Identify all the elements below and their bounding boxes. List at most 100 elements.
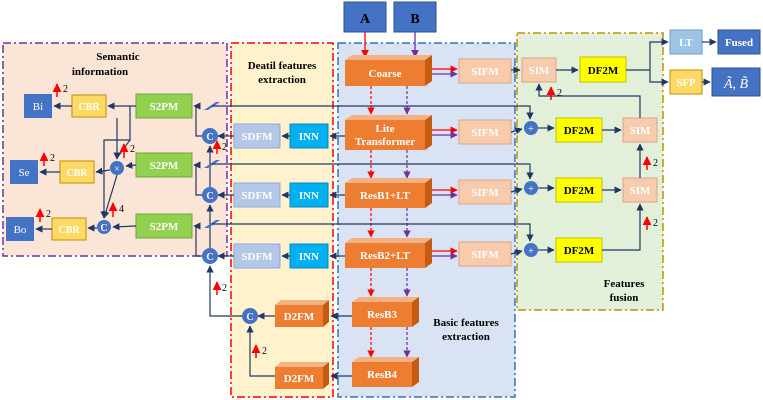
- svg-text:SDFM: SDFM: [241, 131, 273, 143]
- detail-features-title-2: extraction: [258, 74, 306, 86]
- svg-text:ResB3: ResB3: [367, 309, 397, 321]
- svg-text:C: C: [206, 191, 213, 202]
- svg-text:INN: INN: [299, 190, 319, 202]
- resb-to-d2fm-arrows: [246, 312, 352, 380]
- svg-text:2: 2: [653, 218, 658, 229]
- svg-text:2: 2: [557, 88, 562, 99]
- sim-right-blocks: SIM SIM: [622, 117, 658, 203]
- sfp-block: SFP: [669, 69, 703, 95]
- features-fusion-title: Features: [604, 278, 645, 290]
- sim-top: SIM: [521, 57, 557, 83]
- svg-text:SDFM: SDFM: [241, 190, 273, 202]
- df2m-to-sfp-arrow: [649, 70, 669, 86]
- detail-features-region: [230, 42, 334, 398]
- sdfm-blocks: SDFM SDFM SDFM: [233, 123, 281, 269]
- svg-text:4: 4: [119, 204, 124, 215]
- upsample-markers: [35, 83, 652, 358]
- svg-text:D2FM: D2FM: [284, 311, 315, 323]
- s2pm-blocks: S2PM S2PM S2PM: [135, 93, 193, 239]
- df2m-top: DF2M: [579, 56, 627, 83]
- svg-text:DF2M: DF2M: [564, 185, 595, 197]
- inn-blocks: INN INN INN: [289, 123, 329, 269]
- svg-text:2: 2: [262, 346, 267, 357]
- fused-output: Fused: [717, 29, 761, 55]
- svg-text:S2PM: S2PM: [150, 101, 179, 113]
- fusion-add-nodes: + + +: [524, 121, 538, 257]
- backbone-to-inn-arrows: [217, 132, 345, 260]
- svg-text:S2PM: S2PM: [150, 221, 179, 233]
- svg-text:Bi: Bi: [33, 101, 43, 113]
- semantic-output-boxes: Bi Se Bo: [6, 94, 52, 241]
- svg-text:SIFM: SIFM: [471, 66, 499, 78]
- svg-text:+: +: [528, 184, 534, 195]
- svg-text:+: +: [528, 124, 534, 135]
- lt-block: LT: [669, 29, 703, 55]
- d2fm-blocks: D2FM D2FM: [275, 300, 329, 389]
- svg-text:C: C: [206, 252, 213, 263]
- concat-nodes: C C C C: [202, 128, 258, 324]
- input-a-label: A: [360, 12, 371, 27]
- svg-text:Lite: Lite: [376, 123, 395, 135]
- backbone-to-sifm-arrows: [432, 65, 458, 260]
- basic-features-title: Basic features: [433, 317, 499, 329]
- svg-text:+: +: [528, 246, 534, 257]
- semantic-info-title-2: information: [72, 66, 128, 78]
- svg-text:DF2M: DF2M: [564, 125, 595, 137]
- svg-text:2: 2: [222, 283, 227, 294]
- cbr-blocks: CBR CBR CBR: [51, 94, 107, 241]
- input-a-box: [343, 1, 387, 33]
- svg-text:SDFM: SDFM: [241, 251, 273, 263]
- svg-text:C: C: [100, 223, 107, 234]
- svg-text:2: 2: [130, 144, 135, 155]
- svg-text:SFP: SFP: [676, 77, 696, 89]
- scale-labels: 2 2 2 2 4 2 2 2 2 2 2: [46, 84, 658, 357]
- df2m-to-sim-arrows: [535, 83, 644, 251]
- basic-features-region: [337, 42, 516, 398]
- df2m-row-blocks: DF2M DF2M DF2M: [555, 117, 603, 263]
- svg-text:S2PM: S2PM: [150, 160, 179, 172]
- svg-text:C: C: [246, 312, 253, 323]
- input-b-box: [393, 1, 437, 33]
- resb4-block: ResB4: [352, 357, 419, 387]
- basic-features-title-2: extraction: [442, 331, 490, 343]
- svg-text:ResB1+LT: ResB1+LT: [360, 190, 411, 202]
- df2m-to-lt-arrow: [626, 38, 669, 71]
- svg-text:SIM: SIM: [630, 125, 651, 137]
- semantic-info-title: Semantic: [96, 51, 140, 63]
- add-to-df2m-arrows: [538, 124, 555, 254]
- svg-text:C: C: [206, 132, 213, 143]
- svg-text:D2FM: D2FM: [284, 373, 315, 385]
- resb2-lt-block: ResB2+LT: [345, 238, 432, 268]
- svg-text:SIFM: SIFM: [471, 187, 499, 199]
- lite-transformer-block: Lite Transformer: [345, 115, 432, 150]
- svg-text:Ã, B̃: Ã, B̃: [723, 75, 749, 92]
- svg-text:ResB2+LT: ResB2+LT: [360, 250, 411, 262]
- svg-text:SIM: SIM: [529, 65, 550, 77]
- svg-text:INN: INN: [299, 131, 319, 143]
- resb3-block: ResB3: [352, 297, 419, 327]
- backbone-arrows: [367, 86, 411, 358]
- svg-text:Fused: Fused: [725, 37, 753, 49]
- svg-text:Transformer: Transformer: [355, 136, 415, 148]
- features-fusion-title-2: fusion: [610, 292, 639, 304]
- svg-text:CBR: CBR: [58, 225, 80, 236]
- svg-text:DF2M: DF2M: [588, 65, 619, 77]
- svg-text:CBR: CBR: [78, 102, 100, 113]
- svg-text:SIFM: SIFM: [471, 249, 499, 261]
- svg-text:SIM: SIM: [630, 185, 651, 197]
- skip-lines: [212, 105, 534, 242]
- sifm-blocks: SIFM SIFM SIFM SIFM: [458, 58, 512, 267]
- concat-to-s2pm-arrows: [193, 102, 202, 257]
- svg-text:2: 2: [50, 153, 55, 164]
- svg-text:DF2M: DF2M: [564, 245, 595, 257]
- svg-text:Coarse: Coarse: [369, 68, 402, 80]
- svg-text:Bo: Bo: [14, 224, 27, 236]
- resb1-lt-block: ResB1+LT: [345, 178, 432, 208]
- svg-text:SIFM: SIFM: [471, 127, 499, 139]
- detail-features-title: Deatil features: [248, 60, 317, 72]
- output-symbols: Ã, B̃: [711, 67, 761, 97]
- svg-text:CBR: CBR: [66, 168, 88, 179]
- svg-text:×: ×: [114, 164, 120, 175]
- semantic-op-nodes: × C: [97, 161, 124, 234]
